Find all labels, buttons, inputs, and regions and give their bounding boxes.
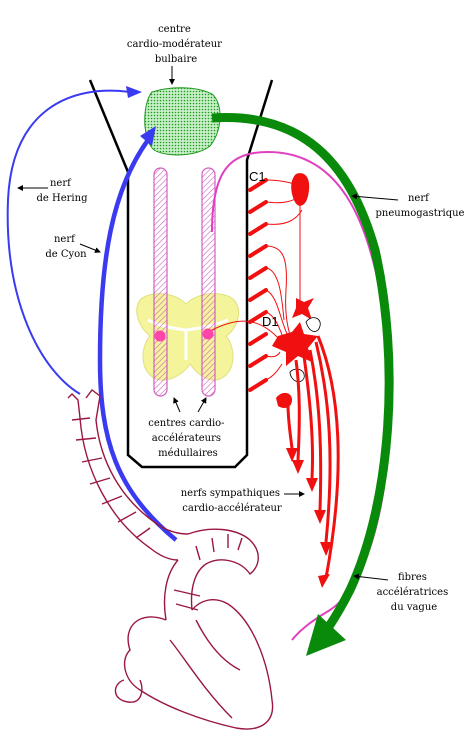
cardiac-accelerator-nerves [286, 335, 340, 579]
sympathetic-nerves-label: nerfs sympathiques cardio-accélérateur [181, 488, 284, 514]
bulbar-center-line-2: cardio-modérateur [127, 39, 222, 50]
bulbar-center-line-3: bulbaire [155, 54, 197, 65]
cyon-line-1: nerf [54, 234, 76, 245]
medullary-line-1: centres cardio- [148, 418, 224, 429]
stellate-ganglion [272, 322, 318, 366]
spinal-root-dashes [248, 178, 268, 392]
pneumogastric-label: nerf pneumogastrique [376, 193, 465, 219]
d1-label: D1 [262, 314, 279, 329]
nerve-arrow-5 [320, 542, 332, 556]
vagus-nerve-arc [211, 113, 394, 631]
vagus-fibres-line-3: du vague [391, 602, 437, 613]
cyon-arrowhead [140, 126, 156, 146]
gray-matter [136, 293, 239, 381]
cyon-nerve [97, 138, 178, 542]
pointer-lines [17, 66, 399, 581]
hering-label: nerf de Hering [37, 178, 89, 204]
left-medullary-column [153, 167, 168, 397]
heart [123, 599, 274, 730]
pneumogastric-line-1: nerf [408, 193, 430, 204]
nerve-arrow-4 [314, 510, 326, 524]
heart-and-aorta [67, 389, 274, 730]
c1-label: C1 [249, 169, 266, 184]
medullary-line-2: accélérateurs [152, 433, 221, 444]
sympathetic-line-2: cardio-accélérateur [182, 503, 282, 514]
spinal-cord [88, 79, 274, 469]
sympathetic-chain [211, 173, 340, 588]
vagus-arrowhead [306, 614, 346, 656]
medullary-centers-label: centres cardio- accélérateurs médullaire… [148, 418, 228, 459]
lower-node [276, 392, 292, 408]
medullary-line-3: médullaires [158, 448, 218, 459]
vagus-fibres-label: fibres accélératrices du vague [377, 572, 452, 613]
bulbar-center-line-1: centre [158, 24, 191, 35]
vagus-fibres-line-2: accélératrices [377, 587, 449, 598]
hering-line-2: de Hering [37, 193, 89, 204]
cyon-label: nerf de Cyon [45, 234, 87, 260]
nerve-arrow-1 [286, 448, 298, 462]
right-lateral-horn [202, 328, 214, 340]
nerve-arrow-6 [318, 574, 330, 588]
hering-nerve [6, 89, 131, 395]
cyon-line-2: de Cyon [45, 249, 87, 260]
bulbar-center [144, 87, 221, 156]
hering-line-1: nerf [50, 178, 72, 189]
left-lateral-horn [154, 330, 166, 342]
pneumogastric-line-2: pneumogastrique [376, 208, 465, 219]
upper-thoracic-node [292, 298, 314, 320]
bulbar-center-label: centre cardio-modérateur bulbaire [127, 24, 225, 65]
nerve-arrow-3 [306, 478, 318, 492]
hering-arrowhead [126, 86, 142, 98]
vagus-fibres-line-1: fibres [398, 572, 427, 583]
cervical-ganglion [291, 173, 310, 206]
sympathetic-line-1: nerfs sympathiques [181, 488, 280, 499]
nerve-arrow-2 [292, 460, 304, 474]
ganglion-lobe-a [305, 317, 321, 332]
